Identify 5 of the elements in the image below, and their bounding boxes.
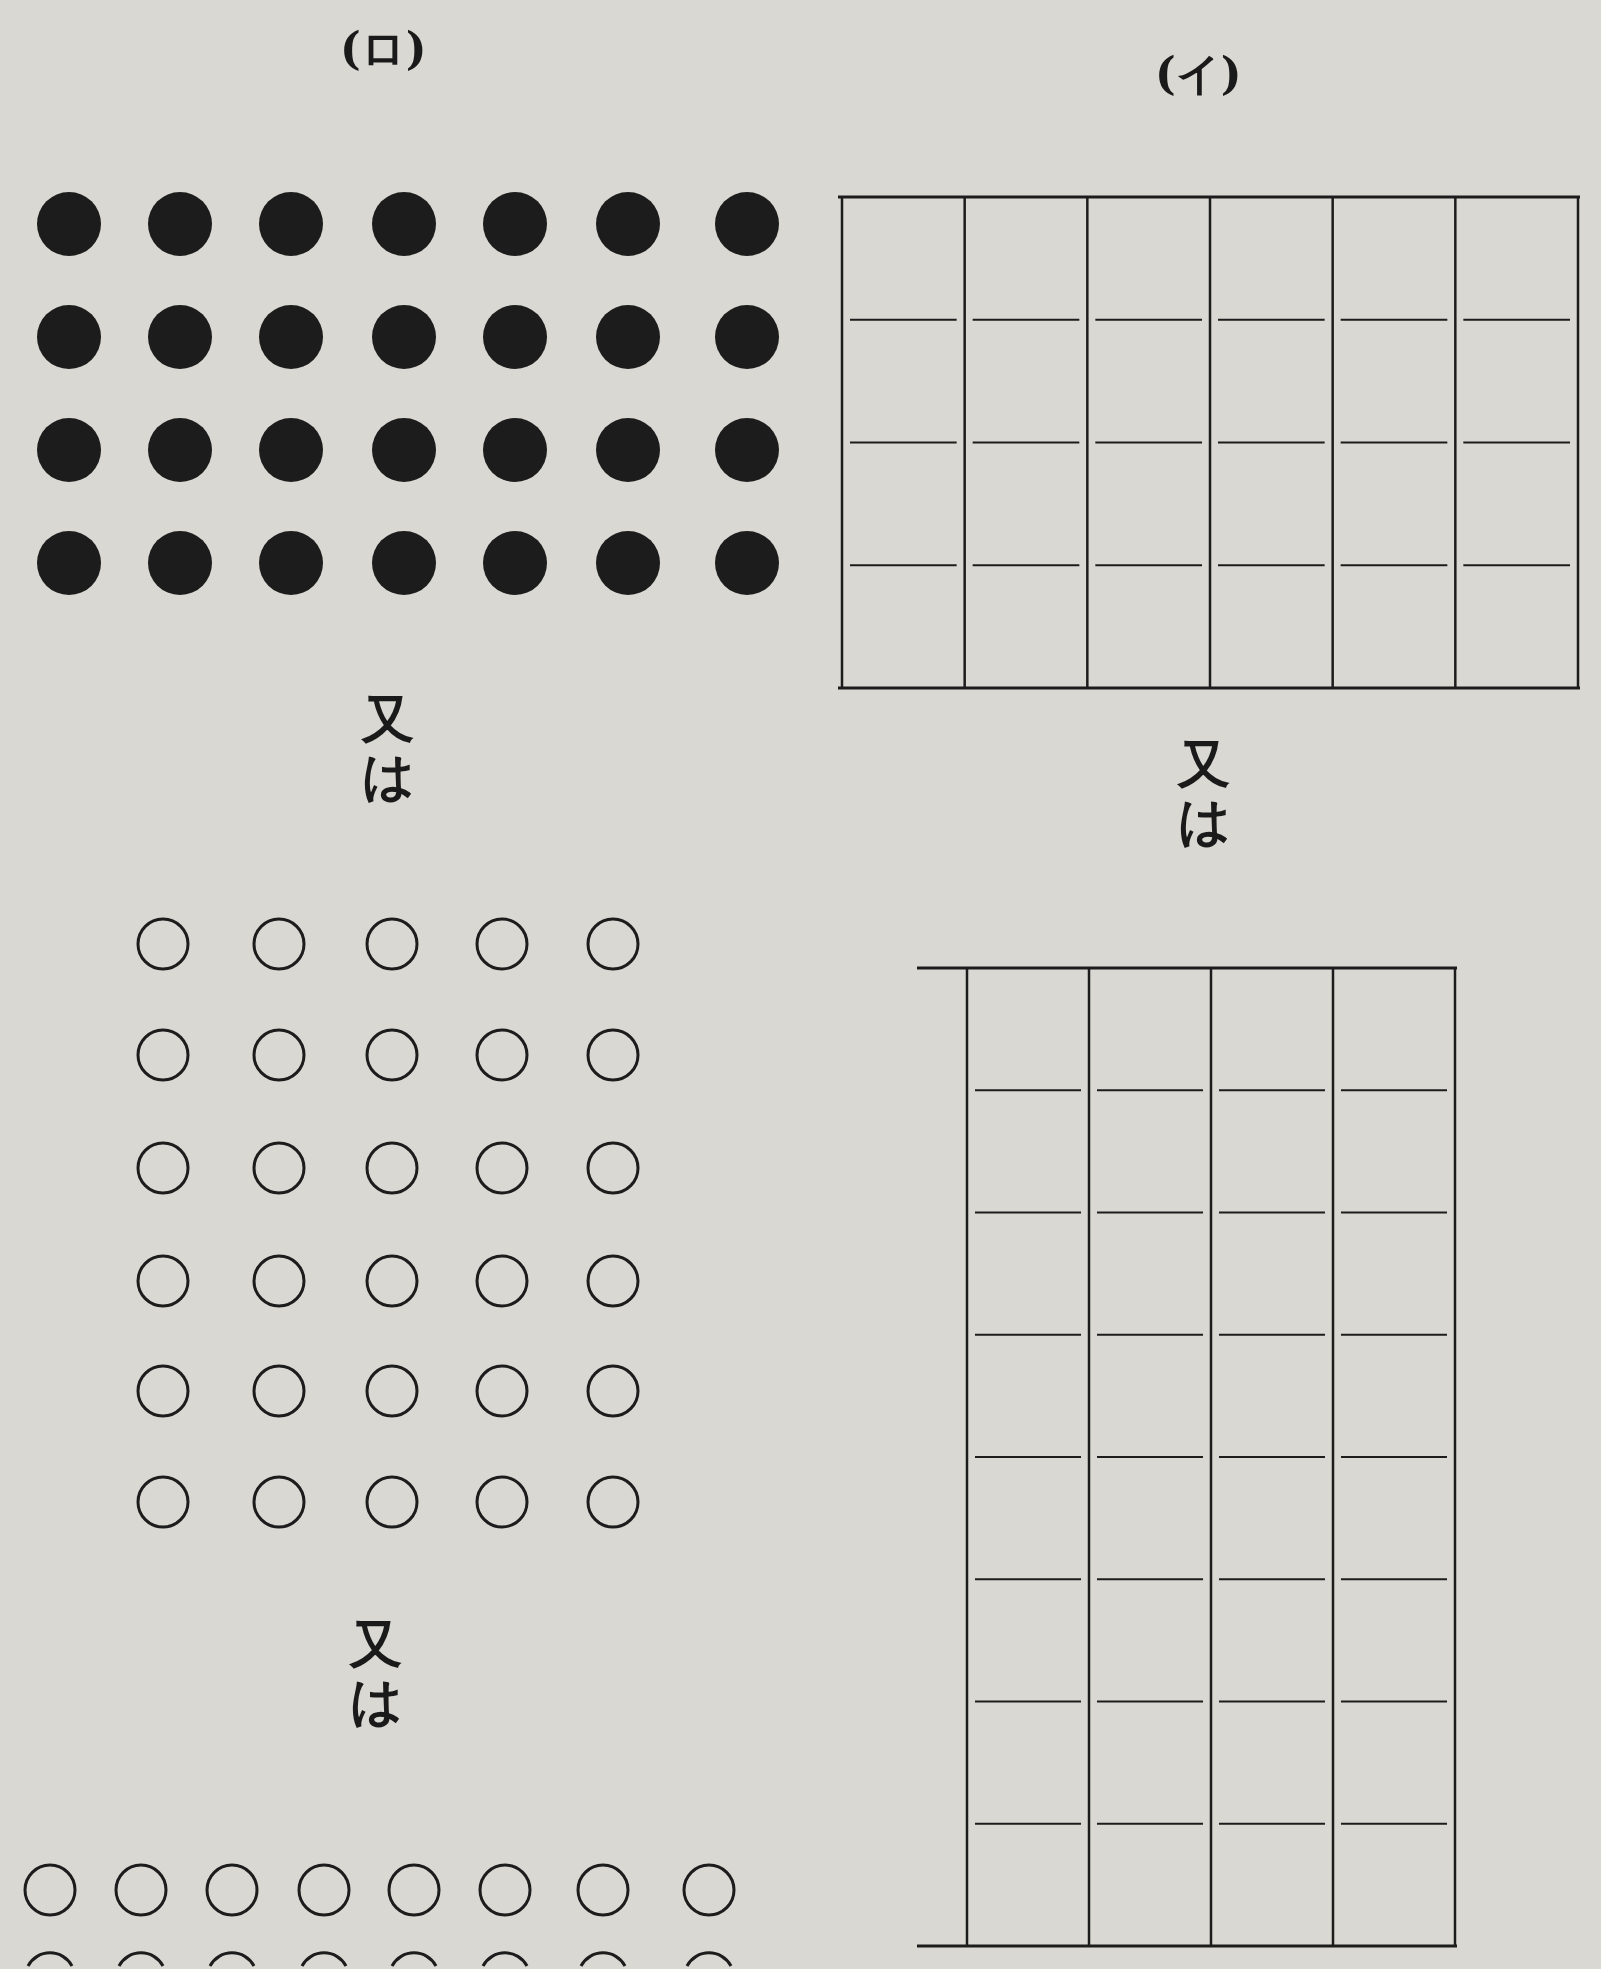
conjunction-label: 又は bbox=[362, 690, 414, 805]
conjunction-label: 又は bbox=[1178, 735, 1230, 850]
figure-label: (イ) bbox=[1155, 47, 1242, 101]
conjunction-label: 又は bbox=[350, 1615, 402, 1730]
figure-label: (ロ) bbox=[340, 22, 427, 76]
